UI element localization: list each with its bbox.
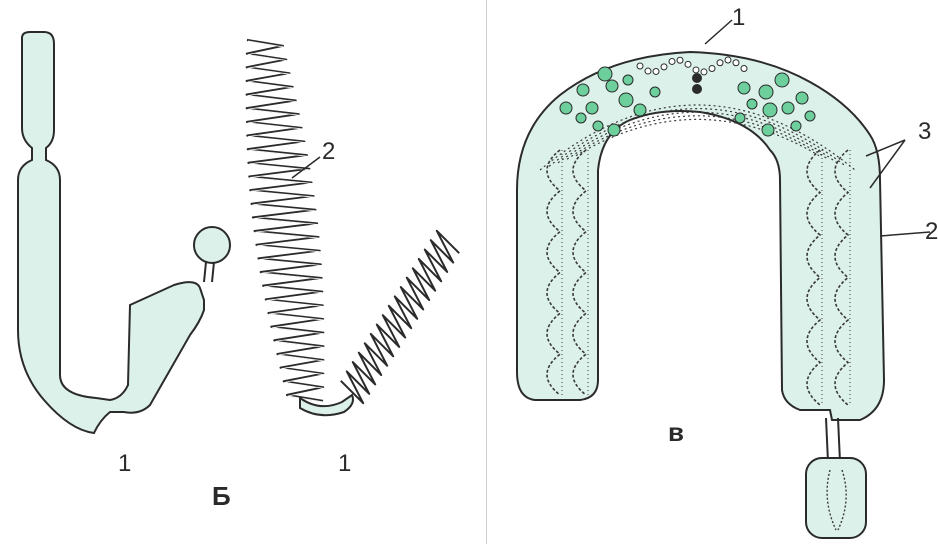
bead-15 [796, 92, 808, 104]
small-bead-1 [645, 68, 651, 74]
coiled-chromonema-left [247, 40, 325, 402]
small-bead-2 [653, 68, 659, 74]
bead-0 [598, 67, 612, 81]
bead-7 [634, 104, 646, 116]
small-bead-13 [741, 66, 747, 72]
label-2-v: 2 [925, 220, 938, 244]
centromere-dot-top [692, 73, 702, 83]
bead-9 [608, 124, 620, 136]
small-bead-6 [685, 61, 691, 67]
small-bead-0 [637, 63, 643, 69]
centromere-dot-bottom [692, 84, 702, 94]
small-bead-7 [693, 67, 699, 73]
telomere-stalk-v [826, 418, 840, 462]
satellite-stalk-b [204, 262, 214, 282]
bead-2 [606, 80, 618, 92]
small-bead-8 [701, 69, 707, 75]
small-bead-9 [709, 65, 715, 71]
chromosome-outline-b [18, 32, 204, 433]
small-bead-5 [677, 57, 683, 63]
bead-5 [586, 102, 598, 114]
bead-18 [747, 99, 757, 109]
bead-6 [619, 93, 633, 107]
small-bead-12 [733, 60, 739, 66]
coil-path-right [341, 231, 459, 403]
small-bead-11 [725, 57, 731, 63]
bead-17 [782, 102, 794, 114]
bead-21 [735, 113, 745, 123]
bead-19 [762, 124, 774, 136]
bead-10 [576, 113, 586, 123]
label-3-v: 3 [918, 120, 931, 144]
label-2-coil-b: 2 [322, 140, 335, 164]
pointer-line-1-v [705, 20, 732, 44]
bead-16 [763, 103, 777, 117]
small-bead-10 [717, 60, 723, 66]
small-bead-4 [669, 58, 675, 64]
bead-1 [577, 84, 589, 96]
panel-letter-v: в [668, 420, 684, 444]
bead-8 [593, 121, 603, 131]
bead-4 [560, 102, 572, 114]
bead-22 [805, 111, 815, 121]
bead-14 [738, 82, 750, 94]
bead-3 [623, 75, 633, 85]
bead-13 [759, 85, 773, 99]
satellite-v [806, 458, 866, 538]
bead-12 [775, 73, 789, 87]
panel-divider [486, 0, 487, 544]
bead-11 [650, 87, 660, 97]
bead-20 [791, 121, 801, 131]
label-1-chromosome-b: 1 [118, 452, 131, 476]
coiled-chromonema-right [341, 231, 459, 403]
label-1-v: 1 [732, 6, 745, 30]
small-bead-3 [661, 64, 667, 70]
satellite-b [194, 227, 230, 263]
pointer-line-2-v [880, 232, 930, 236]
label-1-coil-b: 1 [338, 452, 351, 476]
panel-letter-b: Б [212, 484, 231, 508]
